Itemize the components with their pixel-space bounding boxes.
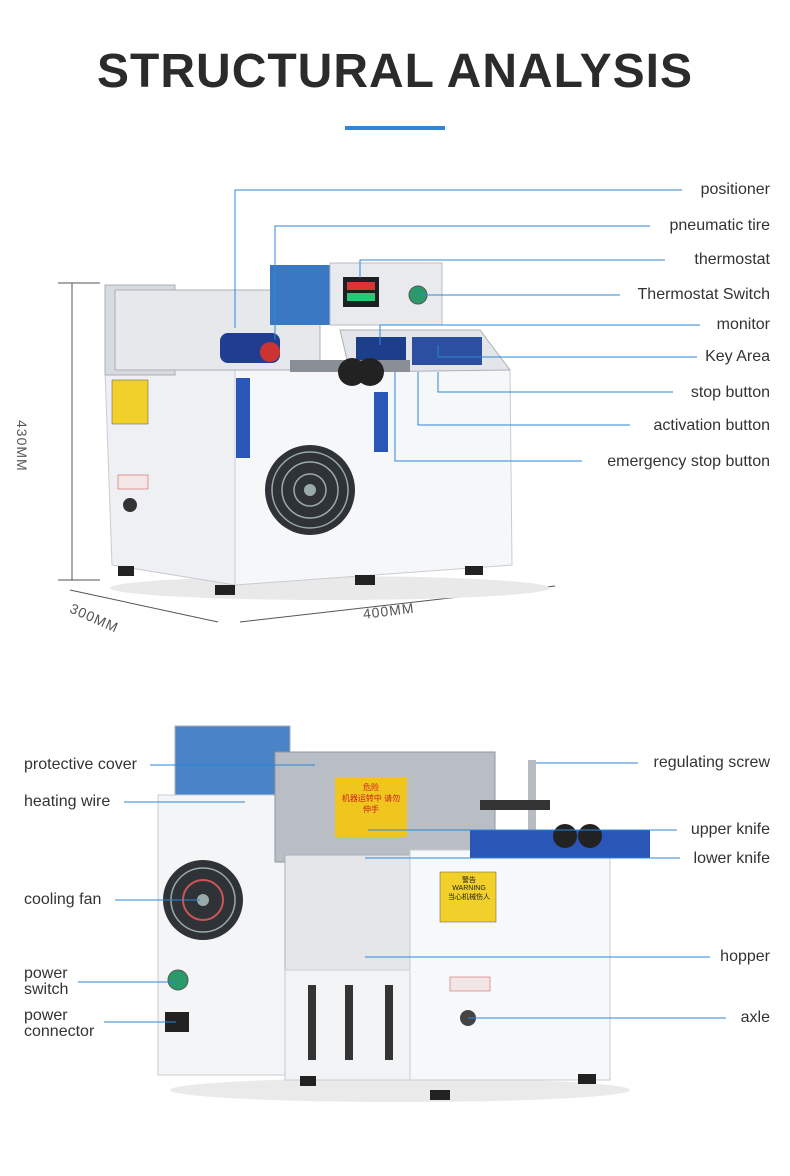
danger-sticker: 危险 机器运转中 请勿伸手 — [338, 782, 404, 815]
top-leader-lines — [234, 189, 700, 462]
top-machine — [104, 262, 550, 600]
label-hopper: hopper — [720, 948, 770, 965]
label-key-area: Key Area — [705, 348, 770, 365]
label-power-connector: power connector — [24, 1007, 95, 1040]
label-emergency-stop-button: emergency stop button — [607, 453, 770, 470]
label-regulating-screw: regulating screw — [653, 754, 771, 771]
label-heating-wire: heating wire — [24, 793, 111, 810]
warning-sticker-title: 警告 — [462, 877, 476, 884]
label-monitor: monitor — [716, 316, 770, 333]
warning-sticker-title-en: WARNING — [452, 885, 486, 892]
label-stop-button: stop button — [690, 384, 770, 401]
warning-sticker: 警告 WARNING 当心机械伤人 — [444, 875, 494, 902]
label-positioner: positioner — [700, 181, 770, 198]
label-lower-knife: lower knife — [693, 850, 770, 867]
label-thermostat-switch: Thermostat Switch — [637, 286, 770, 303]
label-cooling-fan: cooling fan — [24, 891, 102, 908]
label-thermostat: thermostat — [694, 251, 770, 268]
label-axle: axle — [740, 1009, 770, 1026]
warning-sticker-body: 当心机械伤人 — [448, 894, 490, 901]
label-power-switch: power switch — [24, 965, 69, 998]
label-pneumatic-tire: pneumatic tire — [669, 217, 771, 234]
danger-sticker-title: 危险 — [363, 783, 379, 792]
label-activation-button: activation button — [653, 417, 770, 434]
bottom-machine — [157, 725, 650, 1102]
bottom-leader-lines — [78, 762, 726, 1023]
label-upper-knife: upper knife — [690, 821, 770, 838]
height-dimension: 430MM — [14, 420, 30, 472]
page-title: STRUCTURAL ANALYSIS — [97, 45, 693, 98]
danger-sticker-body: 机器运转中 请勿伸手 — [341, 794, 401, 814]
title-underline — [345, 126, 445, 130]
label-protective-cover: protective cover — [24, 756, 137, 773]
